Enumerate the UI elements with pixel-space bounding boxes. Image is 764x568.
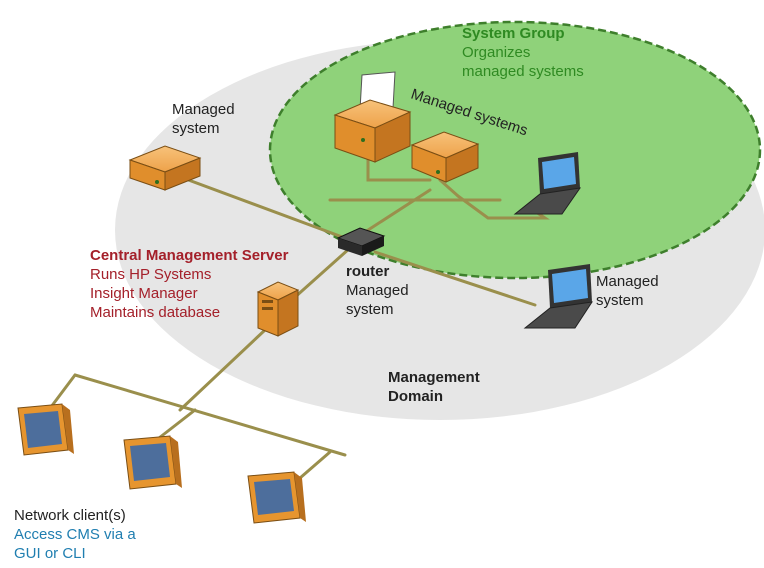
printer-server-icon	[333, 71, 412, 163]
cms-label: Central Management Server Runs HP System…	[90, 246, 288, 322]
network-client-title: Network client(s)	[14, 507, 126, 524]
router-title: router	[346, 263, 390, 280]
network-client-line-1: Access CMS via a	[14, 526, 136, 543]
tower-server-icon	[256, 281, 300, 337]
laptop-icon	[523, 264, 594, 329]
network-client-line-2: GUI or CLI	[14, 545, 86, 562]
managed-system-right-line-1: Managed	[596, 273, 659, 290]
managed-system-left-label: Managed system	[172, 100, 235, 138]
monitor-icon	[247, 471, 306, 524]
router-label: router Managed system	[346, 262, 409, 319]
management-domain-label: Management Domain	[388, 368, 480, 406]
system-group-title: System Group	[462, 25, 565, 42]
managed-system-left-line-2: system	[172, 120, 220, 137]
system-group-desc-2: managed systems	[462, 63, 584, 80]
cms-line-2: Insight Manager	[90, 285, 198, 302]
management-domain-line-2: Domain	[388, 388, 444, 405]
managed-system-right-line-2: system	[596, 292, 644, 309]
system-group-label: System Group Organizes managed systems	[462, 24, 584, 81]
router-icon	[336, 227, 386, 256]
managed-system-left-line-1: Managed	[172, 101, 235, 118]
router-line-2: system	[346, 301, 394, 318]
cms-line-3: Maintains database	[90, 304, 221, 321]
laptop-icon	[513, 152, 582, 215]
network-client-label: Network client(s) Access CMS via a GUI o…	[14, 506, 136, 563]
management-domain-line-1: Management	[388, 369, 480, 386]
server-box-icon	[410, 131, 480, 183]
cms-line-1: Runs HP Systems	[90, 266, 212, 283]
router-line-1: Managed	[346, 282, 409, 299]
server-box-icon	[128, 145, 202, 191]
system-group-desc-1: Organizes	[462, 44, 531, 61]
monitor-icon	[123, 435, 182, 490]
cms-title: Central Management Server	[90, 247, 289, 264]
managed-system-right-label: Managed system	[596, 272, 659, 310]
monitor-icon	[17, 403, 74, 456]
